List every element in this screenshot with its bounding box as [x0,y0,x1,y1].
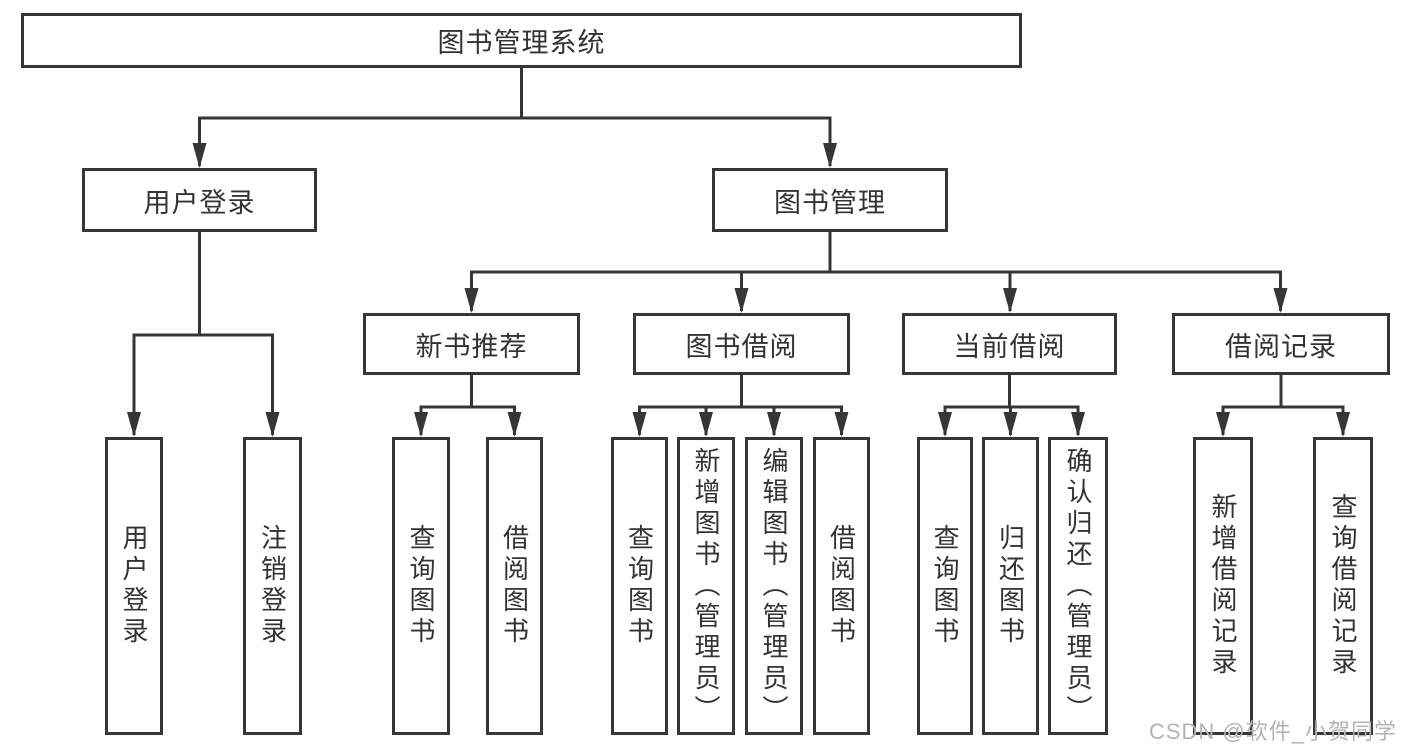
leaf-add-book-admin: 新增图书（管理员） [677,437,735,735]
leaf-query-books-recommend: 查询图书 [392,437,450,735]
node-root: 图书管理系统 [21,13,1022,68]
node-label: 当前借阅 [953,331,1066,362]
leaf-label: 新增借阅记录 [1208,493,1238,679]
leaf-label: 借阅图书 [826,524,857,648]
leaf-return-book: 归还图书 [982,437,1039,735]
leaf-confirm-return-admin: 确认归还（管理员） [1048,437,1108,735]
leaf-borrow-books: 借阅图书 [813,437,870,735]
leaf-query-borrow-record: 查询借阅记录 [1313,437,1373,735]
node-new-book-recommend: 新书推荐 [363,313,580,375]
leaf-label: 借阅图书 [499,524,530,648]
arrowhead-icons [127,143,1350,437]
leaf-query-books-current: 查询图书 [917,437,973,735]
node-current-borrow: 当前借阅 [902,313,1117,375]
leaf-user-login: 用户登录 [105,437,163,735]
leaf-label: 查询借阅记录 [1328,493,1358,679]
leaf-label: 用户登录 [119,524,149,648]
node-label: 用户登录 [143,187,256,218]
leaf-label: 注销登录 [257,524,288,648]
node-borrow-records: 借阅记录 [1172,313,1390,375]
leaf-label: 查询图书 [930,524,960,648]
leaf-label: 查询图书 [624,524,655,648]
node-label: 图书管理系统 [437,28,606,58]
node-book-borrow: 图书借阅 [633,313,850,375]
leaf-label: 编辑图书（管理员） [759,446,789,726]
leaf-edit-book-admin: 编辑图书（管理员） [745,437,803,735]
node-label: 图书管理 [774,187,886,218]
node-label: 借阅记录 [1225,331,1337,362]
leaf-label: 查询图书 [406,524,436,648]
leaf-label: 确认归还（管理员） [1063,446,1093,726]
watermark: CSDN @软件_小贺同学 [1148,719,1397,744]
leaf-label: 归还图书 [995,524,1026,648]
leaf-logout: 注销登录 [243,437,302,735]
node-user-login: 用户登录 [82,168,317,232]
leaf-add-borrow-record: 新增借阅记录 [1193,437,1253,735]
node-label: 图书借阅 [685,331,798,362]
leaf-label: 新增图书（管理员） [691,446,721,726]
node-label: 新书推荐 [415,331,528,362]
node-book-management: 图书管理 [712,168,948,232]
leaf-query-books-borrow: 查询图书 [611,437,668,735]
leaf-borrow-books-recommend: 借阅图书 [486,437,543,735]
